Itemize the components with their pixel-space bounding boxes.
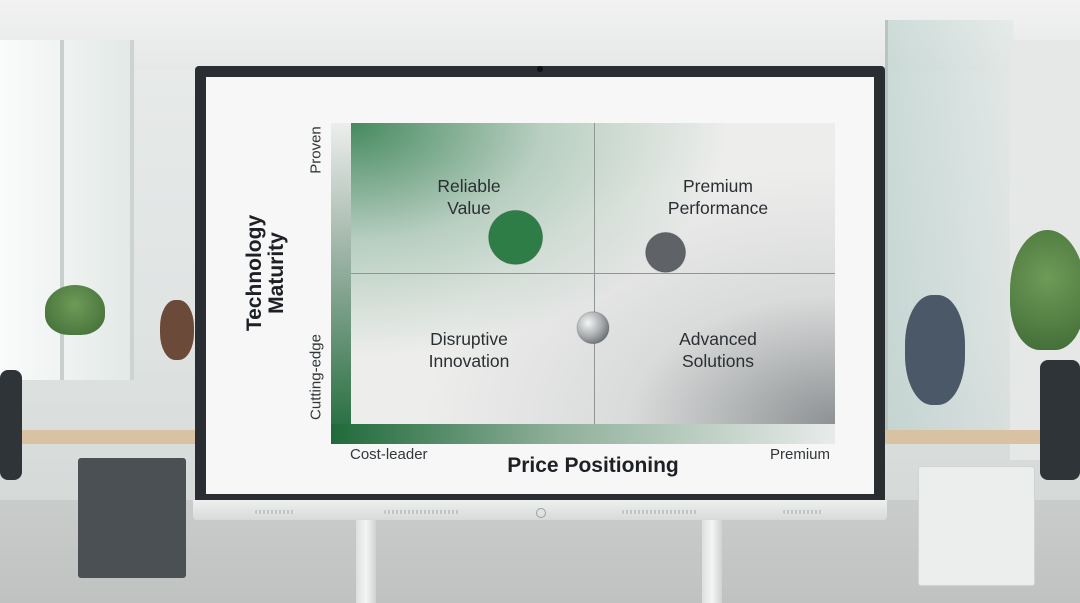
office-chair-right <box>1040 360 1080 480</box>
quadrant-label-bottom-right: Advanced Solutions <box>679 329 757 371</box>
data-point-3 <box>576 311 610 345</box>
x-axis-title: Price Positioning <box>507 454 679 477</box>
data-point-1 <box>488 209 544 265</box>
potted-plant-left <box>45 285 105 335</box>
y-tick-label-high: Proven <box>307 126 325 174</box>
camera-icon <box>537 66 543 72</box>
drawer-cabinet-right <box>918 466 1035 586</box>
colleague-right <box>905 295 965 405</box>
speaker-grille-right <box>783 510 823 514</box>
stand-leg-right <box>702 515 722 603</box>
quadrant-label-top-left: Reliable Value <box>437 176 501 218</box>
quadrant-divider-horizontal <box>351 273 835 274</box>
speaker-grille-center-right <box>622 510 697 514</box>
colleague-left <box>160 300 194 360</box>
drawer-cabinet-left <box>78 458 186 578</box>
speaker-grille-center-left <box>384 510 459 514</box>
x-axis-gradient-bar <box>331 424 835 444</box>
quadrant-label-bottom-left: Disruptive Innovation <box>428 329 510 371</box>
quadrant-label-top-right: Premium Performance <box>667 176 769 218</box>
desk-right <box>885 430 1080 444</box>
speaker-grille-left <box>255 510 295 514</box>
stand-leg-left <box>356 515 376 603</box>
x-tick-label-low: Cost-leader <box>350 446 428 463</box>
potted-plant-right <box>1010 230 1080 350</box>
data-points <box>488 209 687 345</box>
data-point-2 <box>645 231 687 273</box>
y-axis-gradient-bar <box>331 123 351 443</box>
office-window <box>0 40 134 380</box>
x-tick-label-high: Premium <box>770 446 831 463</box>
y-tick-label-low: Cutting-edge <box>307 334 325 420</box>
home-button-icon[interactable] <box>536 508 546 518</box>
office-chair-left <box>0 370 22 480</box>
desk-left <box>0 430 200 444</box>
y-axis-title: Technology Maturity <box>243 214 288 332</box>
